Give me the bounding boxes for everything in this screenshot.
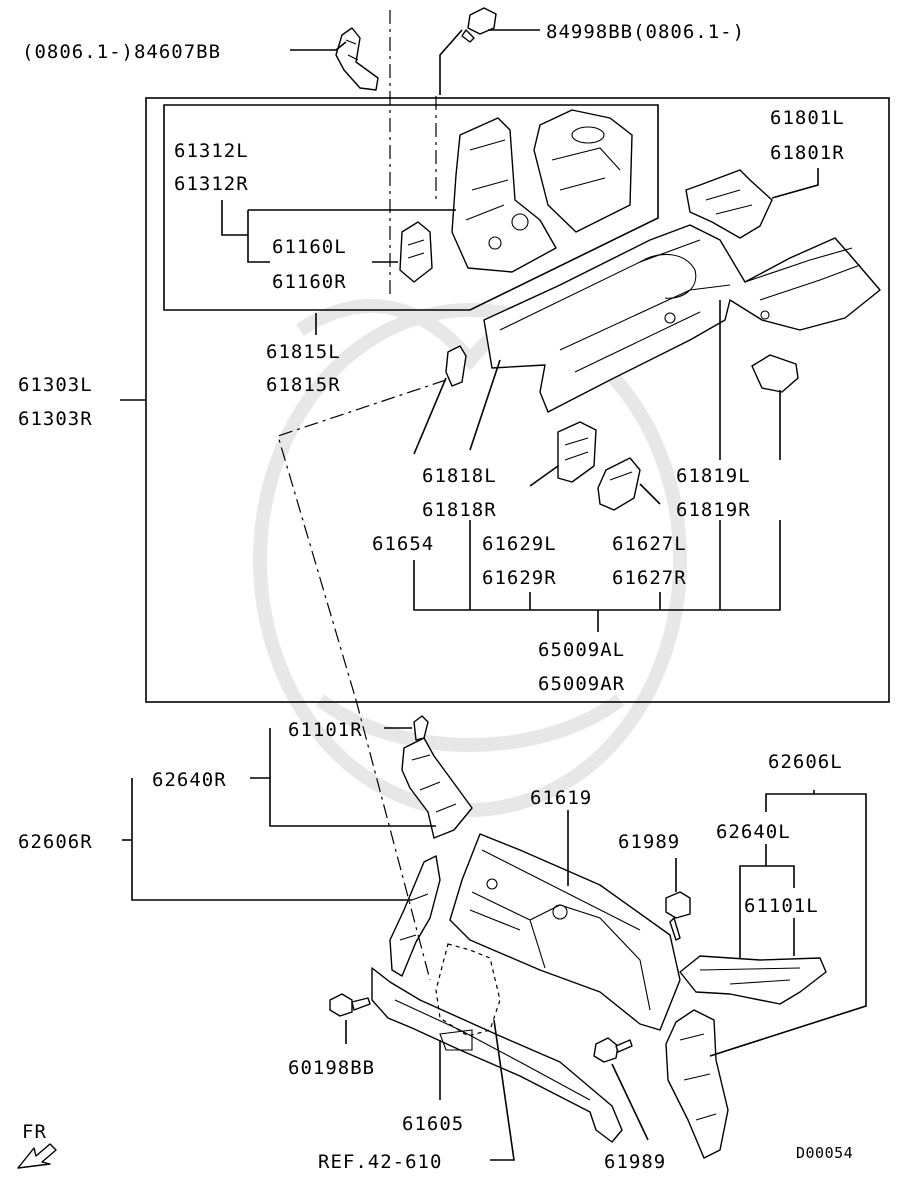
part-61619: [449, 833, 681, 1031]
label-61101L: 61101L: [744, 895, 819, 917]
label-61801R: 61801R: [770, 142, 845, 164]
label-61818L: 61818L: [422, 465, 497, 487]
part-61654: [445, 345, 467, 387]
part-60198BB: [329, 993, 371, 1017]
label-62640R: 62640R: [152, 769, 227, 791]
label-61619: 61619: [530, 787, 592, 809]
label-62640L: 62640L: [716, 821, 791, 843]
label-61629L: 61629L: [482, 533, 557, 555]
label-61819L: 61819L: [676, 465, 751, 487]
label-61801L: 61801L: [770, 107, 845, 129]
part-61629: [557, 421, 597, 483]
leader-lines: [120, 10, 867, 1161]
diagram-id: D00054: [796, 1144, 853, 1162]
callout-labels: (0806.1-)84607BB 84998BB(0806.1-) 61312L…: [18, 21, 853, 1173]
part-62606L: [665, 1009, 729, 1159]
label-61160R: 61160R: [272, 271, 347, 293]
label-84607BB: (0806.1-)84607BB: [22, 41, 221, 63]
front-arrow-icon: [17, 1143, 57, 1169]
part-61605: [371, 967, 623, 1143]
label-84998BB: 84998BB(0806.1-): [546, 21, 745, 43]
part-61819: [751, 354, 799, 393]
part-strut-tower: [533, 109, 633, 233]
label-65009AL: 65009AL: [538, 639, 625, 661]
label-61989-lower: 61989: [604, 1151, 666, 1173]
label-60198BB: 60198BB: [288, 1057, 375, 1079]
label-61989-upper: 61989: [618, 831, 680, 853]
label-61627L: 61627L: [612, 533, 687, 555]
label-62606R: 62606R: [18, 831, 93, 853]
label-61819R: 61819R: [676, 499, 751, 521]
part-84607BB: [335, 27, 379, 91]
part-84998BB: [461, 7, 497, 43]
part-62640L: [679, 955, 827, 1005]
part-61989-upper: [665, 891, 691, 941]
part-61312: [451, 117, 557, 273]
part-61989-lower: [593, 1037, 633, 1063]
part-61160: [399, 221, 433, 283]
label-61312L: 61312L: [174, 140, 249, 162]
label-61818R: 61818R: [422, 499, 497, 521]
part-61801: [685, 169, 773, 239]
part-61101R: [413, 715, 429, 741]
label-61303R: 61303R: [18, 408, 93, 430]
ref-outline: [435, 943, 501, 1037]
label-61605: 61605: [402, 1113, 464, 1135]
label-65009AR: 65009AR: [538, 673, 625, 695]
label-61101R: 61101R: [288, 719, 363, 741]
label-62606L: 62606L: [768, 751, 843, 773]
part-61815: [483, 224, 881, 413]
label-61629R: 61629R: [482, 567, 557, 589]
part-62606R: [389, 855, 441, 977]
front-label: FR: [22, 1121, 47, 1143]
label-61627R: 61627R: [612, 567, 687, 589]
label-61815L: 61815L: [266, 341, 341, 363]
subassembly-frame: [163, 104, 659, 311]
label-61654: 61654: [372, 533, 434, 555]
label-ref-42-610: REF.42-610: [318, 1151, 442, 1173]
label-61160L: 61160L: [272, 236, 347, 258]
label-61303L: 61303L: [18, 374, 93, 396]
part-61627: [597, 457, 641, 511]
label-61815R: 61815R: [266, 374, 341, 396]
part-62640R: [401, 737, 473, 839]
label-61312R: 61312R: [174, 173, 249, 195]
